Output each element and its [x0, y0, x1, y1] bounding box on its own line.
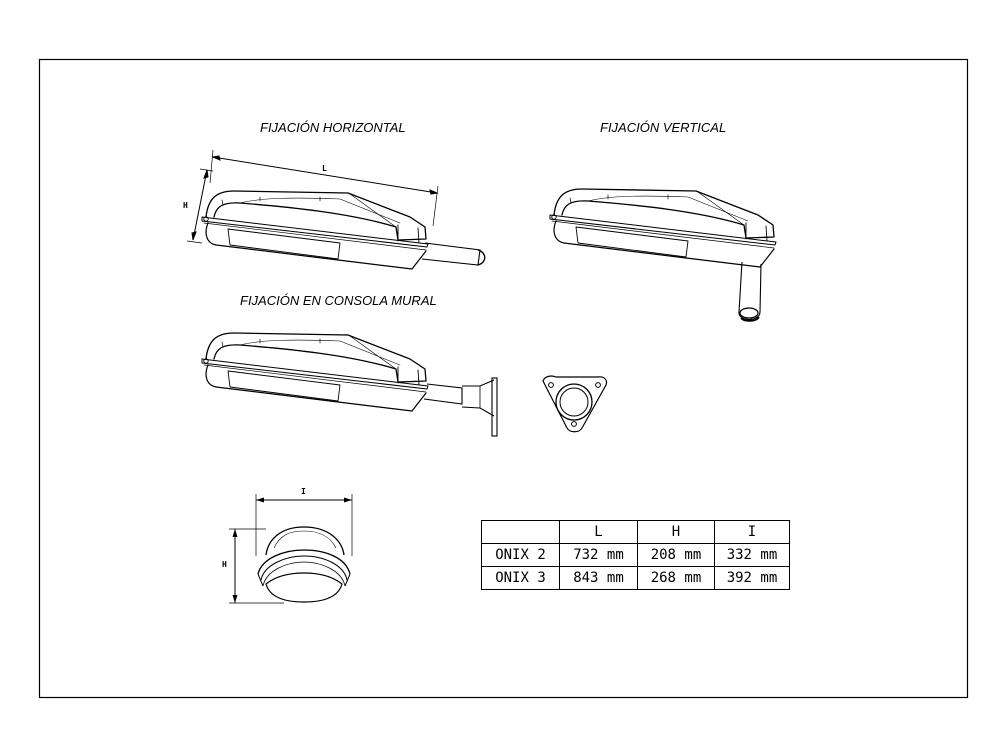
dim-width-label: I	[301, 487, 306, 496]
dim-height-label: H	[183, 201, 188, 210]
luminaire-horizontal-drawing: L H	[183, 149, 486, 270]
table-cell-model: ONIX 3	[481, 566, 560, 590]
luminaire-wall-bracket-drawing	[201, 332, 498, 437]
label-horizontal-mounting: FIJACIÓN HORIZONTAL	[260, 120, 406, 135]
table-row: ONIX 3 843 mm 268 mm 392 mm	[481, 566, 790, 590]
table-header-cell: H	[637, 520, 715, 544]
label-wall-bracket-mounting: FIJACIÓN EN CONSOLA MURAL	[240, 293, 437, 308]
table-cell-width: 332 mm	[714, 543, 790, 567]
table-cell-height: 268 mm	[637, 566, 715, 590]
table-header-row: L H I	[481, 520, 790, 544]
table-header-cell: L	[559, 520, 638, 544]
table-cell-length: 732 mm	[559, 543, 638, 567]
label-vertical-mounting: FIJACIÓN VERTICAL	[600, 120, 726, 135]
luminaire-front-view-drawing	[229, 494, 353, 604]
table-cell-model: ONIX 2	[481, 543, 560, 567]
drawing-frame	[38, 58, 969, 699]
table-header-cell: I	[714, 520, 790, 544]
table-header-cell	[481, 520, 560, 544]
luminaire-vertical-drawing	[549, 188, 777, 322]
table-cell-length: 843 mm	[559, 566, 638, 590]
table-cell-height: 208 mm	[637, 543, 715, 567]
table-cell-width: 392 mm	[714, 566, 790, 590]
dim-length-label: L	[322, 164, 327, 173]
dim-front-height-label: H	[222, 560, 227, 569]
wall-bracket-plate-drawing	[542, 375, 608, 433]
table-row: ONIX 2 732 mm 208 mm 332 mm	[481, 543, 790, 567]
dimensions-table: L H I ONIX 2 732 mm 208 mm 332 mm ONIX 3…	[481, 520, 790, 590]
